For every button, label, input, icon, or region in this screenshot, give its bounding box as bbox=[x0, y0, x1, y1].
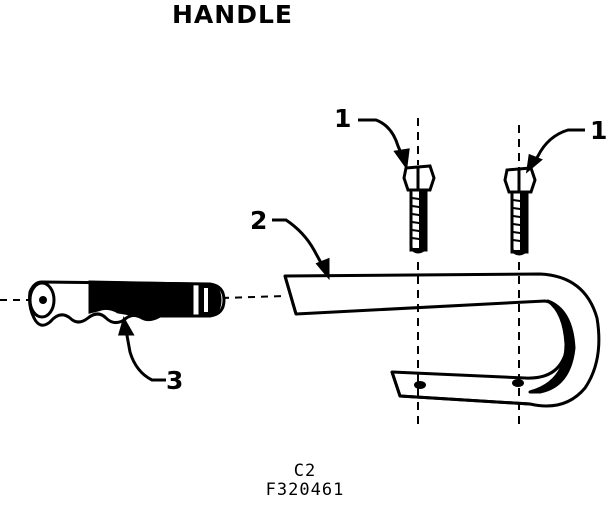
bolt-centerlines bbox=[417, 118, 520, 430]
figure-codes: C2 F320461 bbox=[240, 462, 370, 500]
grip-part bbox=[28, 280, 226, 327]
callout-grip: 3 bbox=[166, 366, 184, 395]
code-line-1: C2 bbox=[293, 461, 317, 481]
bolt-right-part bbox=[503, 166, 537, 256]
code-line-2: F320461 bbox=[265, 480, 345, 500]
callout-bolt-left: 1 bbox=[334, 104, 352, 133]
diagram-title: HANDLE bbox=[172, 0, 293, 29]
bracket-part bbox=[283, 272, 601, 408]
callout-bolt-right: 1 bbox=[590, 116, 608, 145]
callout-bracket: 2 bbox=[250, 206, 268, 235]
bolt-left-part bbox=[402, 164, 436, 254]
grip-centerline bbox=[0, 295, 286, 301]
leader-lines bbox=[118, 118, 585, 382]
